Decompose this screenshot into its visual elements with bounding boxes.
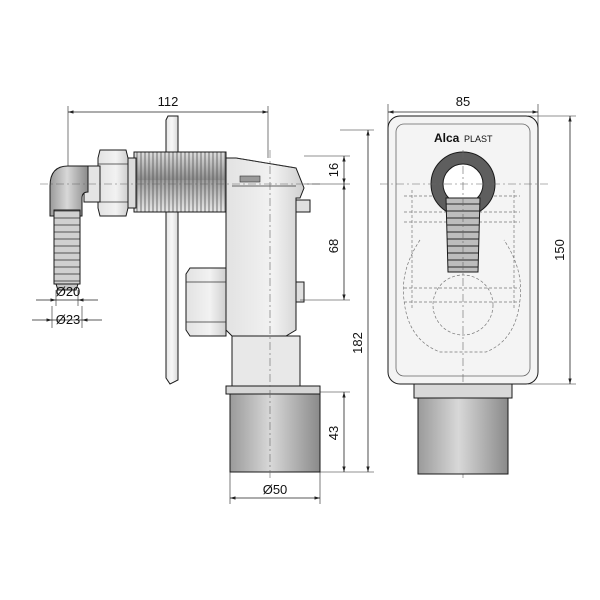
- dim-outlet-diameter: Ø50: [263, 482, 288, 497]
- front-outlet-collar: [413, 383, 513, 399]
- siphon-neck: [231, 335, 301, 391]
- side-view: [40, 115, 322, 480]
- side-inlet-nut: [185, 267, 227, 337]
- front-dimensions: 85 150: [387, 94, 576, 385]
- brand-logo: Alca PLAST: [434, 131, 493, 145]
- nut-collar: [127, 157, 137, 209]
- dim-outlet-offset: 16: [326, 163, 341, 177]
- hose-tip: [55, 283, 79, 291]
- hidden-side-lines: [411, 190, 515, 310]
- logo-brand: Alca: [434, 131, 460, 145]
- elbow-fitting: [49, 165, 89, 217]
- logo-suffix: PLAST: [464, 134, 493, 144]
- dim-hose-outer-diameter: Ø23: [56, 312, 81, 327]
- dim-hose-inner-diameter: Ø20: [56, 284, 81, 299]
- front-outlet-pipe: [417, 397, 509, 475]
- outlet-pipe: [229, 393, 321, 473]
- side-clip: [295, 281, 305, 303]
- dim-total-height: 182: [350, 332, 365, 354]
- body-slot: [239, 175, 261, 183]
- front-view: Alca PLAST: [380, 115, 548, 478]
- hose-nozzle: [53, 209, 81, 285]
- hidden-siphon-outline: [403, 239, 521, 353]
- union-nut: [97, 149, 129, 217]
- side-dimensions: 112 16 68 43 182 Ø50 Ø20: [32, 94, 374, 504]
- dim-front-width: 85: [456, 94, 470, 109]
- threaded-pipe: [133, 151, 227, 213]
- dim-outlet-length: 43: [326, 426, 341, 440]
- siphon-body: [225, 157, 305, 337]
- dim-side-width: 112: [158, 94, 179, 109]
- dim-front-height: 150: [552, 239, 567, 261]
- outlet-collar: [225, 385, 321, 395]
- dim-body-height: 68: [326, 239, 341, 253]
- side-tab: [295, 199, 311, 213]
